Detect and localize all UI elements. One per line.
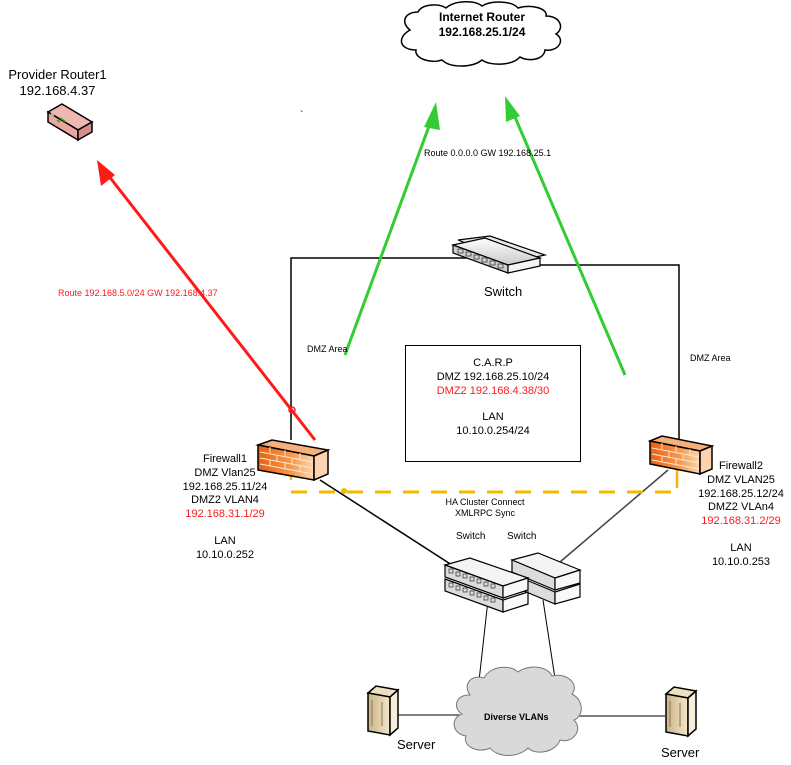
server-right-icon bbox=[664, 686, 698, 738]
green-arrowhead-right bbox=[505, 96, 520, 122]
carp-info-text: C.A.R.P DMZ 192.168.25.10/24 DMZ2 192.16… bbox=[405, 357, 581, 439]
lower-switch-left-label: Switch bbox=[456, 531, 486, 542]
lower-switch-right-label: Switch bbox=[507, 531, 537, 542]
carp-dmz: DMZ 192.168.25.10/24 bbox=[436, 370, 550, 383]
firewall1-name: Firewall1 bbox=[202, 453, 247, 465]
firewall1-lan-label: LAN bbox=[214, 534, 236, 547]
dmz-area-right-label: DMZ Area bbox=[690, 353, 731, 363]
ha-link-line1: HA Cluster Connect bbox=[445, 497, 525, 507]
firewall2-lan-label: LAN bbox=[730, 541, 752, 554]
internet-router-label: Internet Router 192.168.25.1/24 bbox=[422, 10, 542, 40]
firewall1-icon bbox=[255, 439, 331, 482]
carp-dmz2: DMZ2 192.168.4.38/30 bbox=[436, 384, 550, 397]
firewall2-name: Firewall2 bbox=[718, 460, 763, 472]
ha-junction-dot bbox=[341, 488, 347, 494]
firewall2-icon bbox=[647, 435, 715, 476]
internet-router-ip: 192.168.25.1/24 bbox=[438, 25, 526, 39]
switch-to-cloud-link-2 bbox=[542, 599, 557, 686]
firewall1-dmz-vlan: DMZ Vlan25 bbox=[194, 466, 256, 479]
firewall2-dmz2-vlan: DMZ2 VLAn4 bbox=[707, 501, 775, 514]
ha-link-label: HA Cluster Connect XMLRPC Sync bbox=[430, 497, 540, 520]
provider-router-ip: 192.168.4.37 bbox=[19, 83, 96, 99]
firewall1-dmz-ip: 192.168.25.11/24 bbox=[182, 480, 268, 493]
provider-route-label: Route 192.168.5.0/24 GW 192.168.4.37 bbox=[58, 288, 218, 298]
dmz-link-switch-firewall2 bbox=[540, 264, 680, 440]
green-arrow-right bbox=[510, 109, 627, 376]
top-switch-label: Switch bbox=[484, 284, 523, 299]
firewall2-dmz-vlan: DMZ VLAN25 bbox=[707, 473, 775, 486]
firewall2-dmz2-ip: 192.168.31.2/29 bbox=[701, 515, 781, 527]
internet-cloud-icon bbox=[400, 1, 562, 67]
carp-info-box bbox=[405, 345, 581, 462]
firewall1-dmz2-vlan: DMZ2 VLAN4 bbox=[191, 494, 259, 507]
firewall2-lan-ip: 10.10.0.253 bbox=[711, 555, 771, 568]
carp-lan-ip: 10.10.0.254/24 bbox=[456, 425, 530, 437]
green-arrowhead-left bbox=[424, 102, 440, 130]
lower-switch-left-icon bbox=[443, 557, 530, 613]
red-arrowhead bbox=[97, 160, 115, 186]
switch-to-cloud-link-1 bbox=[477, 599, 489, 691]
diverse-vlans-cloud-icon bbox=[453, 666, 582, 756]
firewall2-dmz-ip: 192.168.25.12/24 bbox=[698, 487, 784, 500]
server-left-icon bbox=[366, 685, 400, 737]
dmz-link-firewall1-switch bbox=[290, 257, 470, 440]
firewall1-lan-ip: 10.10.0.252 bbox=[195, 548, 255, 561]
red-crossing-hop bbox=[288, 406, 296, 414]
firewall1-dmz2-ip: 192.168.31.1/29 bbox=[185, 508, 265, 520]
diverse-vlans-label: Diverse VLANs bbox=[484, 712, 549, 722]
firewall1-label: Firewall1 DMZ Vlan25 192.168.25.11/24 DM… bbox=[170, 453, 280, 562]
provider-router-name: Provider Router1 bbox=[8, 67, 107, 82]
ha-link-line2: XMLRPC Sync bbox=[454, 508, 516, 519]
dmz-network-lines bbox=[290, 257, 680, 717]
stray-mark: ` bbox=[300, 110, 304, 121]
red-arrow-line bbox=[106, 174, 317, 441]
lan-link-firewall1-switch bbox=[319, 479, 456, 568]
provider-router-icon bbox=[46, 103, 94, 142]
provider-router-label: Provider Router1 192.168.4.37 bbox=[0, 67, 115, 100]
carp-lan-label: LAN bbox=[482, 411, 504, 424]
lan-link-firewall2-switch bbox=[559, 469, 669, 563]
carp-title: C.A.R.P bbox=[473, 357, 513, 369]
default-route-arrows bbox=[343, 96, 627, 376]
server-right-label: Server bbox=[661, 745, 700, 760]
green-arrow-left bbox=[343, 117, 434, 356]
provider-route-arrow bbox=[97, 160, 317, 441]
internet-router-name: Internet Router bbox=[438, 10, 525, 24]
top-switch-icon bbox=[450, 235, 548, 274]
default-route-label: Route 0.0.0.0 GW 192.168.25.1 bbox=[424, 148, 552, 158]
firewall2-label: Firewall2 DMZ VLAN25 192.168.25.12/24 DM… bbox=[688, 460, 791, 569]
server-left-label: Server bbox=[397, 737, 436, 752]
ha-cluster-link bbox=[289, 460, 679, 494]
dmz-area-left-label: DMZ Area bbox=[307, 344, 348, 354]
